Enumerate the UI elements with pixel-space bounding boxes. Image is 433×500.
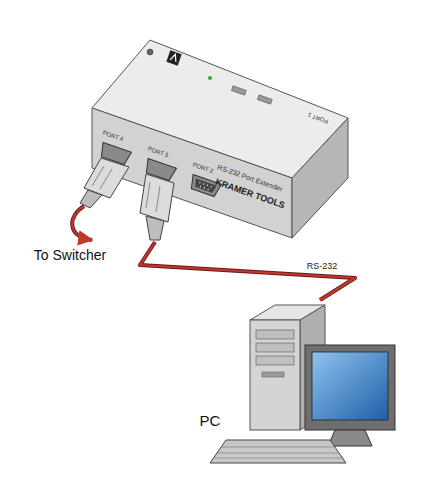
db9-pin: [203, 183, 205, 185]
destination-label: To Switcher: [34, 248, 106, 262]
monitor-stand: [328, 430, 372, 446]
key-row: [222, 447, 334, 448]
on-led: [208, 76, 212, 80]
keyboard: [210, 440, 346, 463]
plug-rib: [100, 169, 112, 189]
tower-front: [250, 320, 300, 430]
db9-pin: [206, 184, 208, 186]
drive-bay: [256, 330, 294, 339]
cable-outline: [72, 206, 92, 240]
device-side: [292, 118, 348, 238]
drive-bay: [256, 343, 294, 352]
power-jack: [147, 49, 153, 55]
cable-core: [140, 242, 355, 300]
setup-switch: [231, 86, 246, 95]
kramer-logo-mark: [170, 53, 178, 62]
db9-pin: [207, 188, 209, 190]
plug-rib: [92, 166, 104, 186]
plug-rib: [156, 186, 160, 212]
cable-label: RS-232: [307, 262, 338, 271]
db9-pin: [210, 186, 212, 188]
key-row: [218, 453, 339, 454]
pc-label: PC: [200, 413, 221, 428]
monitor-frame: [305, 345, 395, 430]
cable-outline: [140, 242, 355, 300]
db9-pin: [203, 187, 205, 189]
drive-bay: [256, 356, 294, 365]
device-box: RS-232 Port ExtenderKRAMER TOOLS: [50, 30, 360, 242]
monitor-screen: [312, 352, 388, 420]
serial-cable: [140, 242, 355, 300]
switcher-cable: [72, 206, 92, 240]
db9-pin: [199, 182, 201, 184]
db9-pin: [200, 186, 202, 188]
plug-boot: [146, 216, 164, 240]
floppy-slot: [262, 372, 284, 377]
setup-switch: [257, 95, 272, 104]
kramer-logo: [166, 50, 181, 65]
db9-plug: [140, 174, 174, 222]
key-row: [214, 458, 343, 459]
pc-computer: PC: [230, 300, 400, 465]
db9-socket: [193, 179, 216, 194]
plug-rib: [146, 182, 150, 208]
